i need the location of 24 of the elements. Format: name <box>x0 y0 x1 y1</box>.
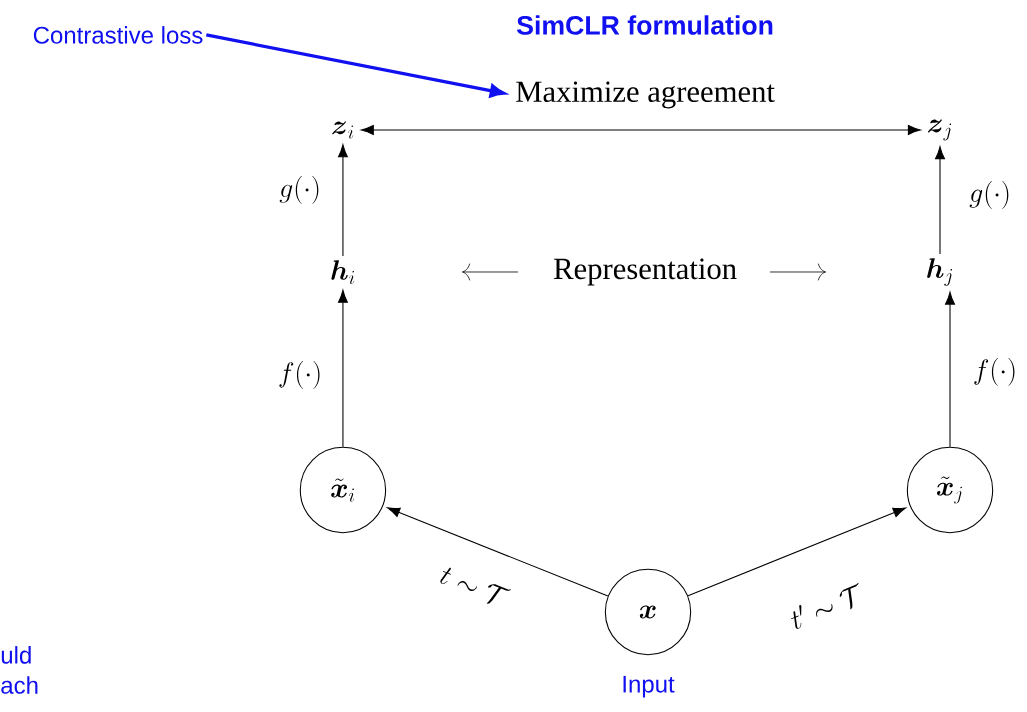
math-symbol: $\boldsymbol{h}_j$ <box>927 258 953 286</box>
arrow <box>935 146 945 255</box>
edge-label: $t' \sim \mathcal{T}$ <box>791 582 859 629</box>
arrow <box>387 507 609 597</box>
arrow <box>338 144 348 257</box>
arrow <box>360 125 921 135</box>
label-text: uld <box>1 646 31 664</box>
edge-label: $g(\cdot)$ <box>279 176 319 204</box>
title: SimCLR formulation <box>516 15 773 35</box>
arrow <box>338 289 348 448</box>
edge-label: $f(\cdot)$ <box>279 360 320 389</box>
edge-label: $f(\cdot)$ <box>974 358 1015 386</box>
math-symbol: $\boldsymbol{h}_i$ <box>331 260 355 284</box>
caption-text: Input <box>623 675 675 698</box>
label-text: ach <box>1 676 38 694</box>
label-text: Representation <box>554 258 737 286</box>
callout-text: Contrastive loss <box>33 26 203 44</box>
edge-label: $g(\cdot)$ <box>969 180 1009 209</box>
caption-text: Maximize agreement <box>516 81 775 109</box>
arrow <box>945 291 955 448</box>
arrow <box>687 507 906 597</box>
edge-label: $t \sim \mathcal{T}$ <box>440 567 512 604</box>
math-symbol: $\boldsymbol{z}_j$ <box>927 119 952 141</box>
math-symbol: $\boldsymbol{z}_i$ <box>332 121 354 139</box>
